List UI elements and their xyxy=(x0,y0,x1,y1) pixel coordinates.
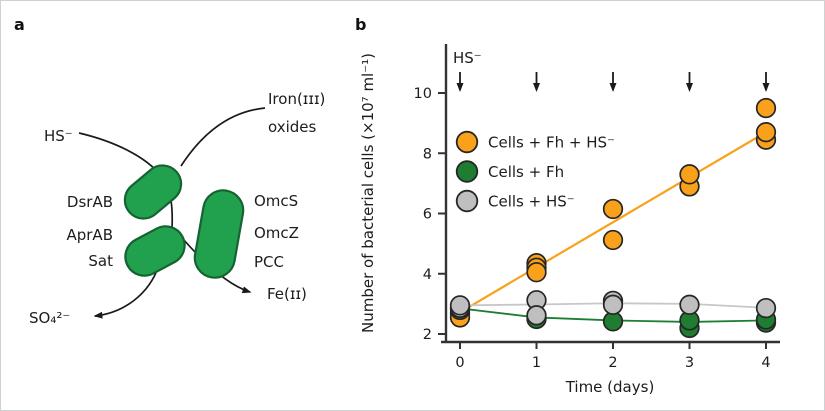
enzyme-label-sat: Sat xyxy=(88,252,113,270)
iron-oxides-label-line2: oxides xyxy=(268,118,317,136)
enzyme-label-dsrab: DsrAB xyxy=(67,193,113,211)
legend-marker xyxy=(455,189,479,213)
y-tick-label: 10 xyxy=(414,86,432,102)
y-axis-title: Number of bacterial cells (×10⁷ ml⁻¹) xyxy=(359,53,377,333)
y-tick-label: 4 xyxy=(423,267,432,283)
series-fit-line xyxy=(468,131,767,308)
hs-annotation-label: HS⁻ xyxy=(453,49,482,67)
data-point xyxy=(755,97,777,119)
x-axis-title: Time (days) xyxy=(565,378,655,396)
bacterial-cell-rod-2 xyxy=(124,225,186,277)
data-point xyxy=(602,198,624,220)
hs-label: HS⁻ xyxy=(44,127,73,145)
data-point xyxy=(679,294,700,315)
legend-label: Cells + Fh xyxy=(488,163,564,181)
panel-b-label: b xyxy=(355,15,367,34)
x-tick-label: 1 xyxy=(532,355,541,371)
x-tick-label: 2 xyxy=(608,355,617,371)
data-point xyxy=(602,294,624,315)
legend-marker xyxy=(455,130,479,154)
x-tick-label: 4 xyxy=(761,355,770,371)
x-tick-label: 0 xyxy=(455,355,464,371)
data-point xyxy=(526,262,547,283)
protein-label-omcs: OmcS xyxy=(254,192,298,210)
data-point xyxy=(679,164,700,185)
y-tick-label: 2 xyxy=(423,327,432,343)
protein-label-pcc: PCC xyxy=(254,253,284,271)
y-tick-label: 8 xyxy=(423,146,432,162)
enzyme-label-aprab: AprAB xyxy=(66,226,113,244)
protein-label-omcz: OmcZ xyxy=(254,224,299,242)
legend-label: Cells + HS⁻ xyxy=(488,193,575,211)
ferrous-label: Fe(ɪɪ) xyxy=(267,285,307,303)
bacterial-cell-rod-1 xyxy=(123,164,183,220)
panel-a-diagram: HS⁻ Iron(ɪɪɪ) oxides DsrAB AprAB Sat Omc… xyxy=(29,90,325,327)
data-point xyxy=(526,305,547,326)
iron-oxides-label-line1: Iron(ɪɪɪ) xyxy=(268,90,325,108)
data-point xyxy=(449,295,471,316)
sulfate-arrow xyxy=(93,264,160,319)
data-point xyxy=(602,229,624,251)
x-tick-label: 3 xyxy=(685,355,694,371)
legend-marker xyxy=(455,160,479,183)
sulfate-label: SO₄²⁻ xyxy=(29,309,70,327)
panel-a-label: a xyxy=(14,15,25,34)
legend-label: Cells + Fh + HS⁻ xyxy=(488,134,615,152)
data-point xyxy=(755,122,777,143)
bacterial-cell-rod-3 xyxy=(193,189,245,279)
data-point xyxy=(755,297,777,319)
y-tick-label: 6 xyxy=(423,207,432,223)
iron-oxides-curve xyxy=(180,107,266,167)
